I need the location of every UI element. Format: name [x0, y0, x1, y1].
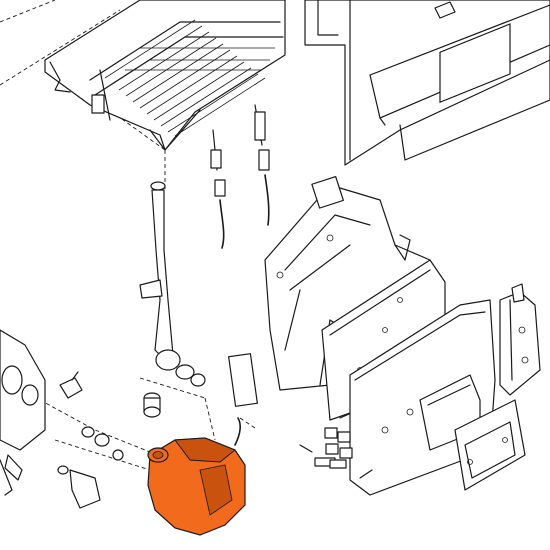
pump[interactable] [147, 353, 258, 536]
boiler-casing [304, 0, 550, 166]
ignition-electrodes [210, 104, 270, 249]
side-bracket [499, 283, 541, 396]
valve-manifold [0, 329, 46, 496]
terminal-blocks [299, 427, 353, 469]
display-module [454, 399, 526, 491]
connecting-pipe [139, 181, 206, 387]
heat-exchanger-fins [104, 19, 275, 137]
fittings [57, 371, 161, 509]
heat-exchanger [44, 0, 286, 151]
assembly-guide-lines [0, 0, 256, 471]
